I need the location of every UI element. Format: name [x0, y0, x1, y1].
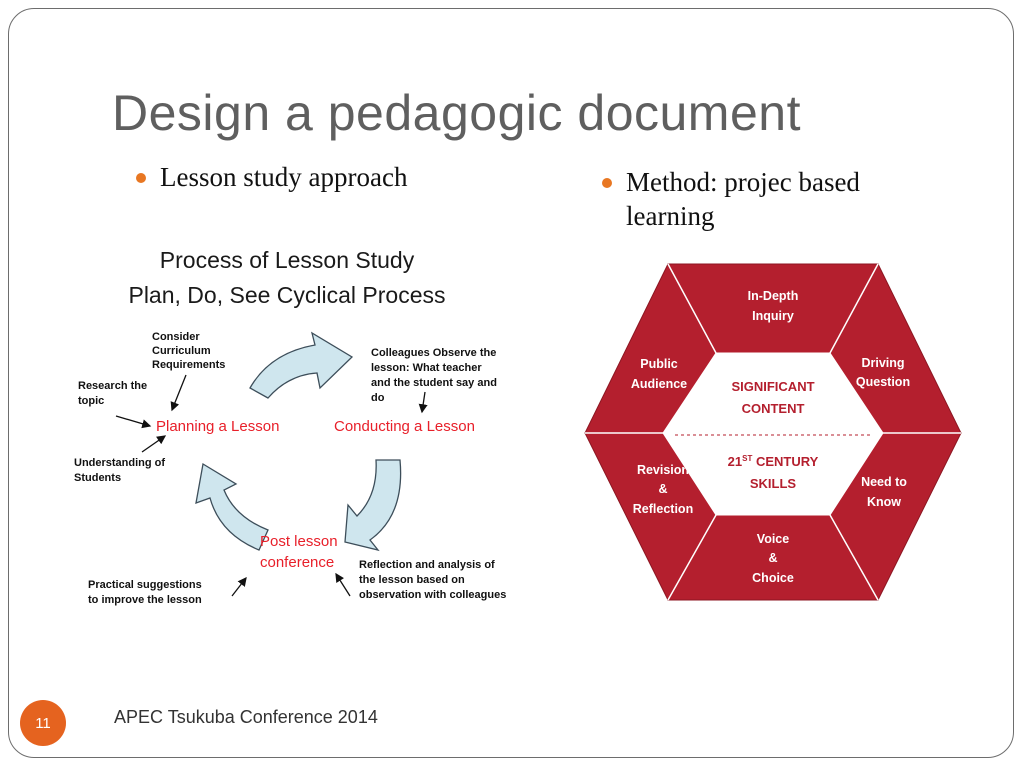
center-century-2: SKILLS [750, 476, 797, 491]
note-colleagues-3: and the student say and [371, 377, 497, 389]
bullet-method: Method: projec based learning [602, 165, 946, 233]
cycle-arrow-top-icon [249, 331, 354, 399]
cycle-arrow-left-icon [195, 462, 269, 551]
segment-voice-2: & [768, 551, 777, 565]
note-colleagues-4: do [371, 392, 385, 404]
pbl-hexagon-diagram: In-Depth Inquiry Driving Question Need t… [584, 263, 962, 601]
note-understanding-1: Understanding of [74, 457, 165, 469]
lesson-study-diagram: Process of Lesson Study Plan, Do, See Cy… [74, 247, 506, 606]
note-consider-1: Consider [152, 331, 200, 343]
note-research-2: topic [78, 395, 104, 407]
note-reflection-3: observation with colleagues [359, 589, 506, 601]
connector-arrow-icon [115, 415, 152, 429]
segment-revision-3: Reflection [633, 502, 693, 516]
slide-number-badge: 11 [20, 700, 66, 746]
segment-voice-3: Choice [752, 571, 794, 585]
stage-post-line2: conference [260, 554, 334, 571]
note-understanding-2: Students [74, 472, 121, 484]
connector-arrow-icon [170, 374, 187, 412]
note-practical-1: Practical suggestions [88, 579, 202, 591]
bullet-text: Lesson study approach [160, 162, 408, 192]
connector-arrow-icon [335, 572, 351, 597]
segment-revision-1: Revision [637, 463, 689, 477]
segment-public-1: Public [640, 357, 678, 371]
connector-arrow-icon [141, 435, 167, 453]
note-consider-2: Curriculum [152, 345, 211, 357]
bullet-lesson-study: Lesson study approach [136, 160, 408, 194]
note-colleagues-1: Colleagues Observe the [371, 347, 496, 359]
connector-arrow-icon [231, 576, 247, 597]
connector-arrow-icon [418, 391, 428, 414]
note-consider-3: Requirements [152, 359, 225, 371]
note-reflection-2: the lesson based on [359, 574, 465, 586]
stage-conducting: Conducting a Lesson [334, 418, 475, 435]
segment-need-2: Know [867, 495, 901, 509]
segment-voice-1: Voice [757, 532, 789, 546]
segment-driving-1: Driving [861, 356, 904, 370]
segment-public-2: Audience [631, 377, 687, 391]
segment-in-depth-2: Inquiry [752, 309, 794, 323]
note-practical-2: to improve the lesson [88, 594, 202, 606]
stage-planning: Planning a Lesson [156, 418, 279, 435]
segment-revision-2: & [658, 482, 667, 496]
bullet-dot-icon [602, 178, 612, 188]
bullet-dot-icon [136, 173, 146, 183]
cycle-arrow-right-icon [344, 459, 402, 552]
note-research-1: Research the [78, 380, 147, 392]
diagram-title-line2: Plan, Do, See Cyclical Process [128, 282, 445, 308]
segment-need-1: Need to [861, 475, 907, 489]
slide-title: Design a pedagogic document [112, 85, 801, 141]
stage-post-line1: Post lesson [260, 533, 338, 550]
segment-in-depth-1: In-Depth [748, 289, 799, 303]
bullet-text: Method: projec based learning [626, 167, 860, 231]
slide-footer: APEC Tsukuba Conference 2014 [114, 707, 378, 727]
note-reflection-1: Reflection and analysis of [359, 559, 495, 571]
segment-driving-2: Question [856, 375, 910, 389]
center-significant-2: CONTENT [742, 401, 805, 416]
center-century-1: 21ST CENTURY [728, 454, 819, 469]
center-significant-1: SIGNIFICANT [731, 379, 814, 394]
note-colleagues-2: lesson: What teacher [371, 362, 482, 374]
diagram-title-line1: Process of Lesson Study [160, 247, 415, 273]
